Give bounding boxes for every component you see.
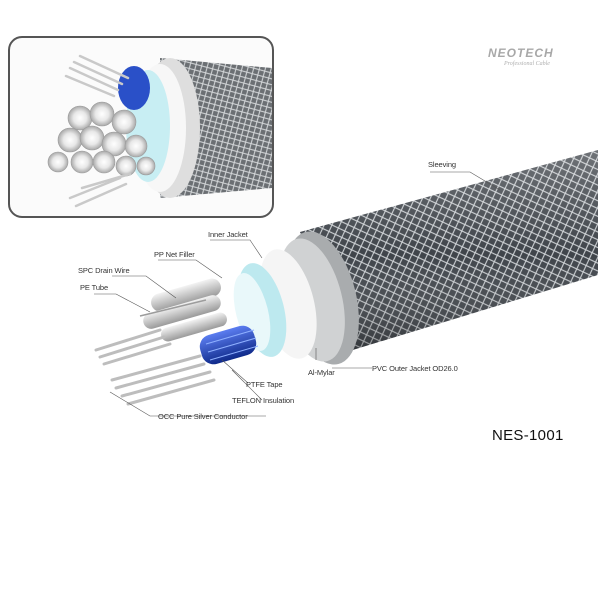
inset-illustration	[47, 54, 272, 208]
sleeving-body	[300, 150, 598, 360]
occ-conductor-strands	[94, 328, 216, 406]
model-number: NES-1001	[492, 427, 564, 444]
label-pvc-outer-jacket: PVC Outer Jacket OD26.0	[372, 364, 458, 373]
brand-tagline: Professional Cable	[504, 61, 550, 67]
pe-tube-bundle	[143, 278, 227, 342]
teflon-insulation-bundle	[199, 325, 259, 365]
label-inner-jacket: Inner Jacket	[208, 230, 248, 239]
label-teflon-insulation: TEFLON Insulation	[232, 396, 295, 405]
label-sleeving: Sleeving	[428, 160, 456, 169]
label-al-mylar: Al-Mylar	[308, 368, 335, 377]
label-occ-conductor: OCC Pure Silver Conductor	[158, 412, 248, 421]
label-pe-tube: PE Tube	[80, 283, 109, 292]
label-spc-drain-wire: SPC Drain Wire	[78, 266, 130, 275]
leader-lines	[94, 171, 501, 417]
label-pp-net-filler: PP Net Filler	[154, 250, 195, 259]
brand-logo: NEOTECH	[488, 46, 554, 60]
spc-drain-wire	[139, 299, 207, 317]
label-ptfe-tape: PTFE Tape	[246, 380, 283, 389]
cross-section-inset	[8, 36, 274, 218]
